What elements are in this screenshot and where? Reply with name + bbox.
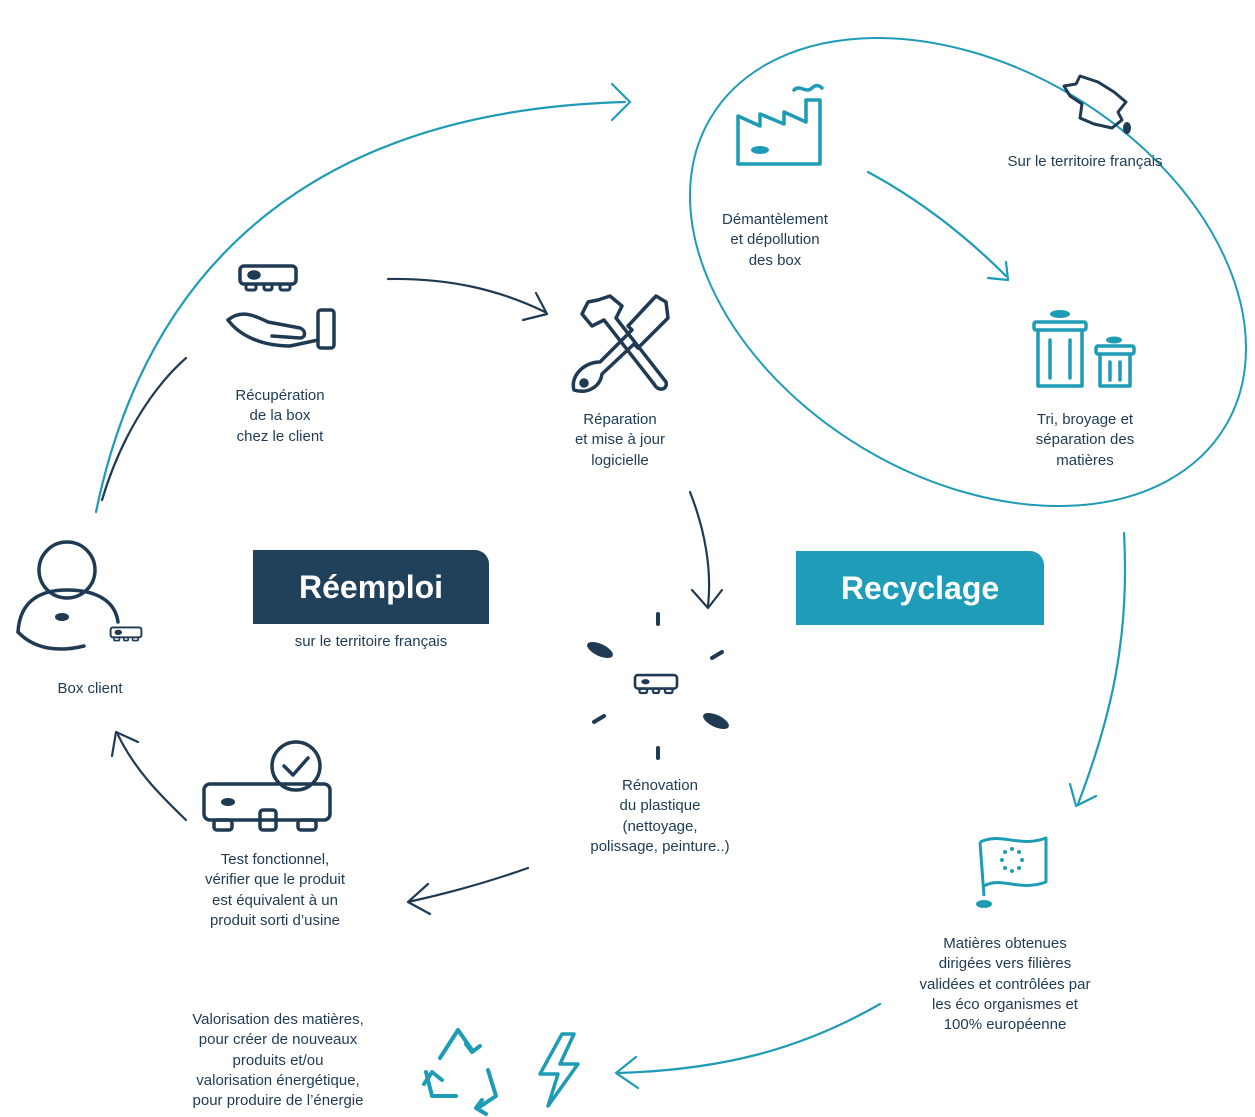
trash-bins-icon bbox=[1032, 310, 1136, 388]
label-box-client: Box client bbox=[57, 680, 123, 697]
arrow-test-client bbox=[116, 733, 188, 822]
recyclage-badge: Recyclage bbox=[796, 551, 1044, 625]
eu-flag-icon bbox=[976, 836, 1048, 908]
lightning-icon bbox=[538, 1032, 580, 1108]
hand-holding-box-icon bbox=[226, 264, 336, 350]
label-tri: Tri, broyage et séparation des matières bbox=[1035, 411, 1135, 469]
label-recuperation: Récupération de la box chez le client bbox=[235, 387, 325, 445]
france-map-icon bbox=[1062, 74, 1131, 134]
label-reparation: Réparation et mise à jour logicielle bbox=[574, 411, 666, 469]
line-client-to-recuperation bbox=[100, 356, 188, 502]
recyclage-title: Recyclage bbox=[840, 569, 1000, 606]
label-renovation: Rénovation du plastique (nettoyage, poli… bbox=[590, 777, 730, 855]
box-checkmark-icon bbox=[202, 740, 332, 832]
arrow-factory-tri bbox=[866, 170, 1008, 278]
reemploi-badge: Réemploi bbox=[253, 550, 489, 624]
reemploi-title: Réemploi bbox=[298, 568, 444, 605]
label-valorisation: Valorisation des matières, pour créer de… bbox=[192, 1011, 364, 1109]
arrow-matieres-valorisation bbox=[616, 1002, 882, 1075]
label-matieres: Matières obtenues dirigées vers filières… bbox=[919, 935, 1091, 1033]
sparkling-box-icon bbox=[587, 612, 729, 760]
factory-icon bbox=[736, 83, 824, 166]
arrow-recuperation-reparation bbox=[386, 277, 547, 314]
arrow-reparation-renovation bbox=[688, 490, 711, 608]
arrow-renovation-test bbox=[406, 866, 530, 904]
label-territoire: Sur le territoire français bbox=[1007, 153, 1163, 170]
label-demantelement: Démantèlement et dépollution des box bbox=[722, 211, 828, 269]
arc-to-recycling bbox=[94, 100, 627, 514]
person-with-box-icon bbox=[16, 540, 143, 651]
recycling-ellipse bbox=[689, 37, 1247, 507]
wrench-screwdriver-icon bbox=[571, 294, 670, 393]
arc-to-recycling-head bbox=[610, 82, 632, 122]
arrow-tri-matieres bbox=[1076, 531, 1127, 806]
label-test: Test fonctionnel, vérifier que le produi… bbox=[204, 851, 346, 929]
recycle-icon bbox=[422, 1028, 498, 1116]
reemploi-subtitle: sur le territoire français bbox=[294, 633, 448, 650]
